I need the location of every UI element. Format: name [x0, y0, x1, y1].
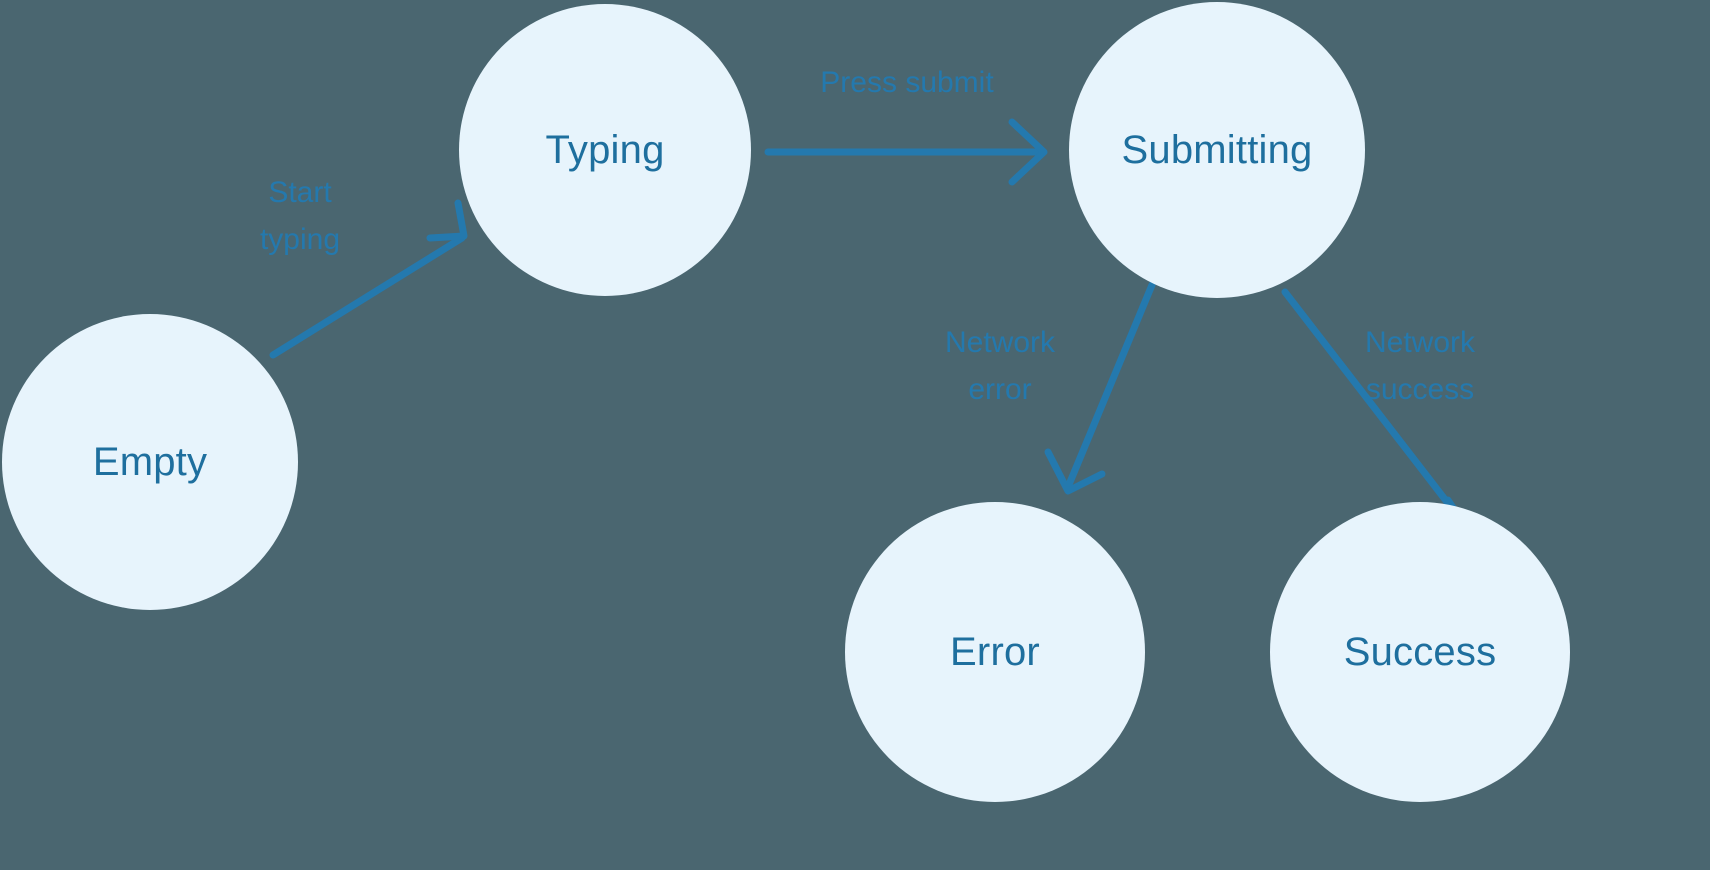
edge-label-start-typing: Start typing [259, 176, 341, 256]
state-node-typing[interactable]: Typing [459, 4, 751, 296]
state-label-empty: Empty [92, 439, 208, 484]
state-node-success[interactable]: Success [1270, 502, 1570, 802]
edge-label-network-success: Network success [1364, 326, 1476, 406]
edge-submitting-to-error [1044, 281, 1156, 495]
state-label-error: Error [950, 629, 1040, 674]
state-label-typing: Typing [545, 127, 665, 172]
state-node-error[interactable]: Error [845, 502, 1145, 802]
edge-label-network-error: Network error [944, 326, 1056, 406]
edge-typing-to-submitting [764, 118, 1048, 186]
state-node-submitting[interactable]: Submitting [1069, 2, 1365, 298]
edge-empty-to-typing [269, 199, 468, 359]
state-label-success: Success [1343, 629, 1497, 674]
edge-label-press-submit: Press submit [820, 66, 994, 99]
state-node-empty[interactable]: Empty [2, 314, 298, 610]
state-label-submitting: Submitting [1121, 127, 1313, 172]
